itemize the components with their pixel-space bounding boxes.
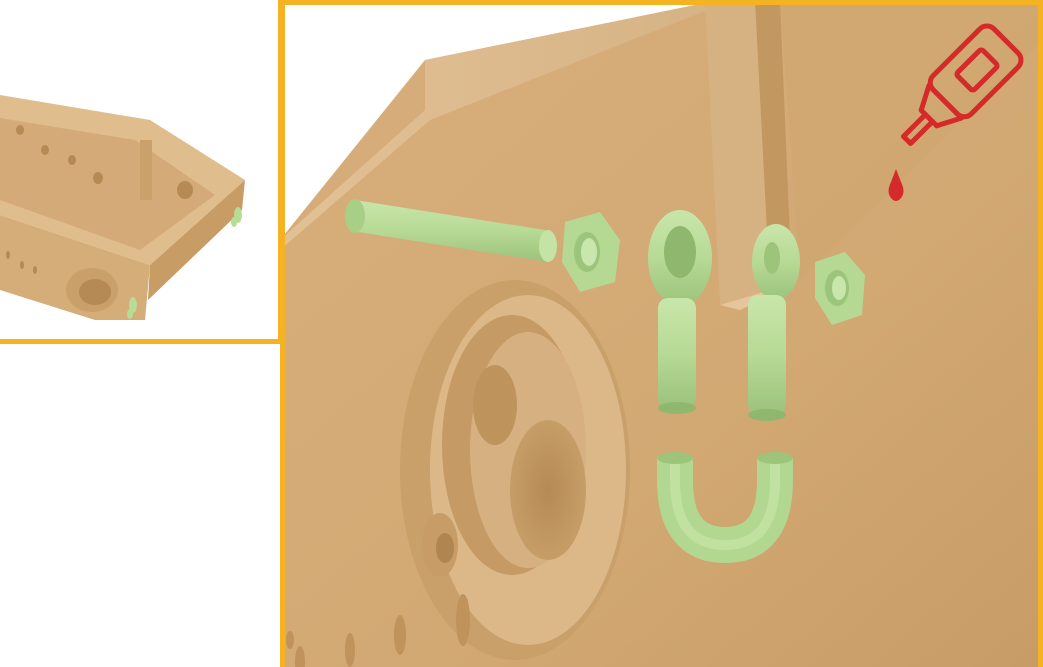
glue-bottle-icon [878, 14, 1028, 210]
side-hub [66, 268, 118, 312]
hub-recess [400, 280, 630, 660]
inner-post [140, 140, 152, 200]
overview-svg [0, 0, 278, 339]
overview-inset [0, 0, 283, 344]
glue-drop-icon [889, 169, 904, 201]
